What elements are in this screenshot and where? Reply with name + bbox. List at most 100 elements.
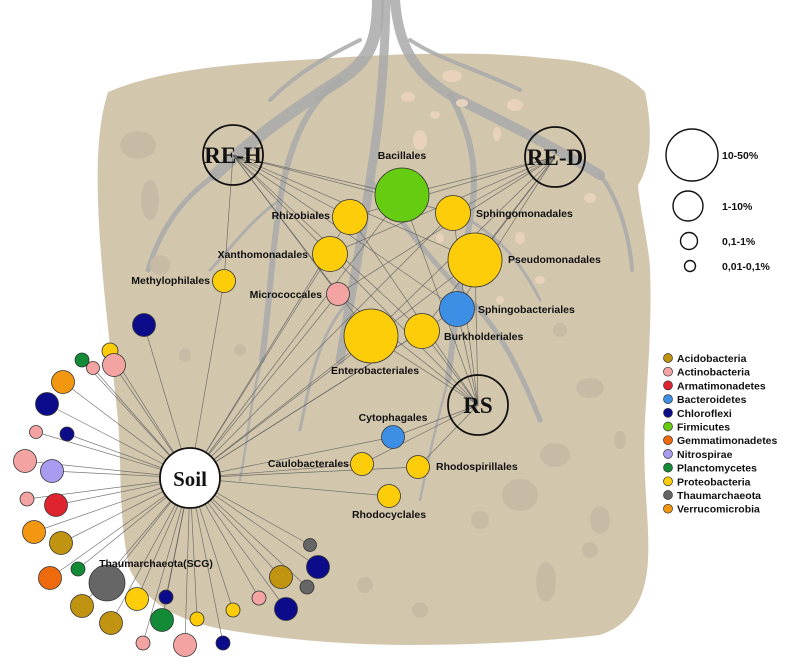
soil-particles: [120, 70, 626, 618]
soil-only-node-chloroflexi: [306, 555, 330, 579]
soil-particle: [536, 562, 556, 602]
edge-soil-methylophilales: [189, 280, 225, 479]
soil-particle: [442, 70, 462, 82]
node-sphingomonadales: [435, 195, 471, 231]
edge-rs-rhodospirillales: [417, 404, 479, 468]
node-methylophilales: [212, 269, 236, 293]
size-legend-circle-1: [665, 128, 719, 182]
root-strand: [408, 38, 522, 92]
phylum-legend-label-proteobacteria: Proteobacteria: [677, 476, 751, 488]
soil-only-node-chloroflexi: [59, 426, 75, 442]
soil-particle: [401, 92, 415, 102]
node-rhodocyclales: [377, 484, 401, 508]
label-sphingobacteriales: Sphingobacteriales: [478, 304, 575, 316]
phylum-legend-swatch-armatimonadetes: [663, 380, 673, 391]
soil-only-node-chloroflexi: [215, 635, 231, 651]
soil-particle: [150, 255, 170, 275]
edge-soil-rhodocyclales: [189, 477, 390, 497]
hub-re-d-circle: [524, 126, 586, 188]
soil-only-node-proteobacteria: [189, 611, 205, 627]
phylum-legend-swatch-thaumarchaeota: [663, 490, 673, 500]
hub-soil-label: Soil: [173, 467, 207, 491]
soil-particle: [590, 506, 610, 534]
phylum-legend-swatch-firmicutes: [663, 421, 673, 432]
size-legend-label-4: 0,01-0,1%: [722, 261, 771, 273]
soil-particle: [535, 276, 545, 284]
phylum-legend-swatch-planctomycetes: [663, 462, 673, 473]
phylum-legend-label-acidobacteria: Acidobacteria: [677, 353, 747, 365]
root-strand: [145, 172, 218, 273]
soil-only-node-proteobacteria: [125, 587, 149, 611]
soil-only-node-actinobacteria: [135, 635, 151, 651]
hub-soil: Soil: [159, 447, 221, 509]
phylum-legend-label-gemmatimonadetes: Gemmatimonadetes: [677, 435, 778, 447]
order-nodes: [212, 167, 503, 508]
edge-rs-cytophagales: [392, 404, 479, 438]
root-strand: [598, 173, 634, 272]
phylum-legend-label-firmicutes: Firmicutes: [677, 422, 730, 434]
label-rhizobiales: Rhizobiales: [272, 210, 331, 222]
soil-only-node-actinobacteria: [13, 449, 37, 473]
soil-only-node-actinobacteria: [251, 590, 267, 606]
soil-only-node-planctomycetes: [74, 352, 90, 368]
hub-rs-label: RS: [463, 393, 492, 418]
hub-rs-circle: [447, 374, 509, 436]
edge-soil-bacillales: [189, 194, 403, 479]
label-thaumarchaeota-scg: Thaumarchaeota(SCG): [99, 558, 213, 570]
label-burkholderiales: Burkholderiales: [444, 331, 524, 343]
label-xanthomonadales: Xanthomonadales: [218, 249, 309, 261]
edge-rs-bacillales: [401, 194, 479, 406]
size-legend-circle-2: [672, 190, 704, 222]
root-strand: [390, 0, 605, 180]
phylum-legend-label-verrucomicrobia: Verrucomicrobia: [677, 504, 760, 516]
node-burkholderiales: [404, 313, 440, 349]
size-legend: 10-50%1-10%0,1-1%0,01-0,1%: [665, 128, 771, 273]
label-pseudomonadales: Pseudomonadales: [508, 254, 601, 266]
phylum-legend-label-planctomycetes: Planctomycetes: [677, 463, 757, 475]
soil-only-node-verrucomicrobia: [22, 520, 46, 544]
phylum-legend-swatch-nitrospirae: [663, 449, 673, 459]
label-cytophagales: Cytophagales: [359, 412, 428, 424]
soil-only-node-nitrospirae: [40, 459, 64, 483]
phylum-legend-label-chloroflexi: Chloroflexi: [677, 408, 732, 420]
node-bacillales: [374, 167, 430, 223]
edge-re_h-xanthomonadales: [232, 154, 331, 255]
label-micrococcales: Micrococcales: [250, 289, 323, 301]
soil-particle: [234, 344, 246, 356]
soil-particle: [493, 127, 501, 141]
soil-particle: [413, 130, 427, 150]
edge-re_h-bacillales: [232, 154, 403, 196]
soil-only-node-chloroflexi: [158, 589, 174, 605]
soil-only-node-proteobacteria: [225, 602, 241, 618]
soil-particle: [507, 99, 523, 111]
soil-particle: [614, 431, 626, 449]
soil-particle: [582, 542, 598, 558]
size-legend-label-1: 10-50%: [722, 150, 759, 162]
node-pseudomonadales: [447, 232, 503, 288]
size-legend-circle-3: [679, 231, 699, 251]
soil-particle: [576, 378, 604, 398]
root-strand: [208, 198, 282, 272]
soil-only-node-actinobacteria: [29, 425, 43, 439]
soil-particle: [141, 180, 159, 220]
edge-soil-micrococcales: [189, 293, 339, 479]
root-strand: [418, 378, 450, 502]
soil-particle: [430, 111, 440, 119]
hub-re-h-label: RE-H: [204, 143, 262, 168]
soil-only-node-acidobacteria: [269, 565, 293, 589]
hub-re-h-circle: [202, 124, 264, 186]
size-legend-label-3: 0,1-1%: [722, 236, 756, 248]
node-rhodospirillales: [406, 455, 430, 479]
edge-rs-caulobacterales: [361, 404, 479, 465]
root-strand: [238, 358, 264, 482]
label-caulobacterales: Caulobacterales: [268, 458, 349, 470]
root-strand: [298, 298, 352, 432]
soil-particle: [496, 296, 504, 304]
soil-only-nodes: [13, 313, 330, 657]
soil-particle: [502, 479, 538, 511]
phylum-legend-label-armatimonadetes: Armatimonadetes: [677, 380, 766, 392]
soil-particle: [120, 131, 156, 159]
phylum-legend-swatch-bacteroidetes: [663, 394, 673, 404]
soil-only-node-chloroflexi: [35, 392, 59, 416]
